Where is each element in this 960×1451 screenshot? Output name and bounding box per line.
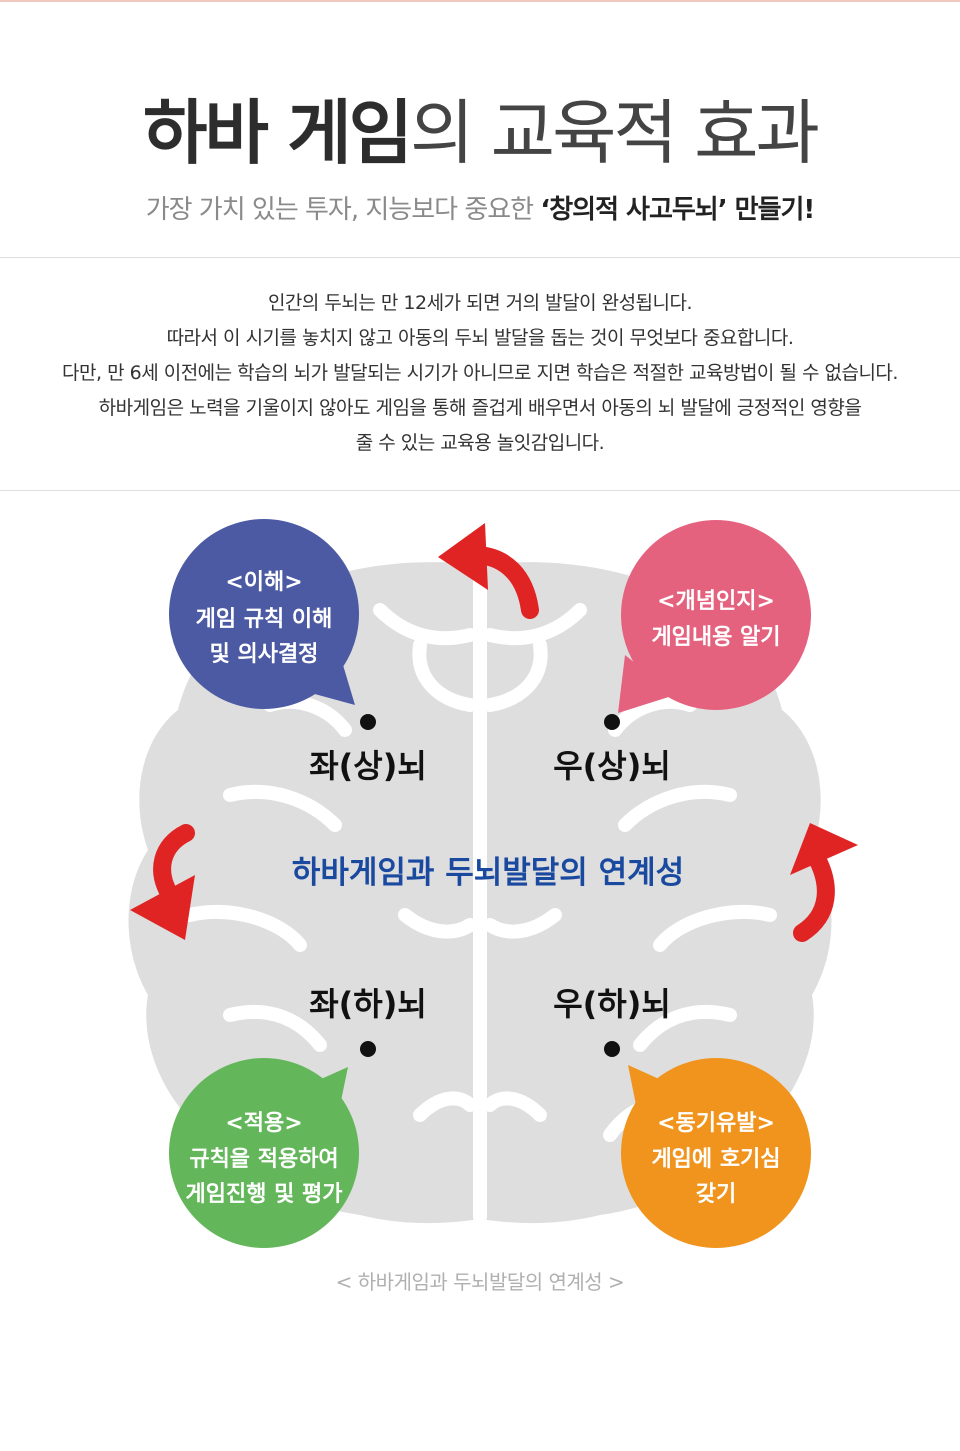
marker-dot bbox=[604, 714, 620, 730]
bubble-line: 게임진행 및 평가 bbox=[186, 1182, 343, 1207]
cycle-arrows bbox=[130, 523, 858, 942]
bubble-line: 규칙을 적용하여 bbox=[189, 1147, 338, 1172]
divider-bottom bbox=[0, 490, 960, 491]
marker-dot bbox=[360, 714, 376, 730]
arrowhead-right-icon bbox=[790, 823, 858, 875]
bubble-title: <개념인지> bbox=[657, 589, 775, 614]
brain-label-top-right: 우(상)뇌 bbox=[553, 747, 671, 785]
bubble-line: 게임내용 알기 bbox=[651, 625, 780, 650]
bubble-title: <동기유발> bbox=[657, 1111, 775, 1136]
arrowhead-left-icon bbox=[130, 875, 195, 940]
bubble-bottom-left: <적용> 규칙을 적용하여 게임진행 및 평가 bbox=[169, 1058, 359, 1248]
subtitle-emphasis: ‘창의적 사고두뇌’ 만들기! bbox=[540, 195, 815, 225]
center-label: 하바게임과 두뇌발달의 연계성 bbox=[292, 855, 684, 891]
bubble-line: 및 의사결정 bbox=[210, 642, 319, 667]
bubble-title: <적용> bbox=[225, 1111, 302, 1136]
brain-diagram: <이해> 게임 규칙 이해 및 의사결정 <개념인지> 게임내용 알기 <적용>… bbox=[128, 519, 858, 1248]
brain-label-top-left: 좌(상)뇌 bbox=[309, 747, 427, 785]
arrow-right-icon bbox=[793, 846, 835, 942]
intro-line: 줄 수 있는 교육용 놀잇감입니다. bbox=[355, 432, 605, 454]
bubble-top-left: <이해> 게임 규칙 이해 및 의사결정 bbox=[169, 519, 359, 709]
page-title: 하바 게임의 교육적 효과 bbox=[0, 88, 960, 178]
top-accent-line bbox=[0, 0, 960, 2]
bubble-line: 게임에 호기심 bbox=[651, 1147, 780, 1172]
bubble-line: 갖기 bbox=[696, 1182, 736, 1207]
title-light: 의 교육적 효과 bbox=[410, 92, 820, 174]
bubble-title: <이해> bbox=[225, 570, 302, 595]
bubble-bottom-right: <동기유발> 게임에 호기심 갖기 bbox=[621, 1058, 811, 1248]
brain-icon bbox=[128, 562, 832, 1224]
intro-line: 다만, 만 6세 이전에는 학습의 뇌가 발달되는 시기가 아니므로 지면 학습… bbox=[62, 362, 898, 384]
intro-paragraph: 인간의 두뇌는 만 12세가 되면 거의 발달이 완성됩니다. 따라서 이 시기… bbox=[0, 286, 960, 461]
marker-dot bbox=[360, 1041, 376, 1057]
brain-label-bottom-left: 좌(하)뇌 bbox=[309, 985, 427, 1023]
page-subtitle: 가장 가치 있는 투자, 지능보다 중요한 ‘창의적 사고두뇌’ 만들기! bbox=[0, 190, 960, 230]
bubble-top-right: <개념인지> 게임내용 알기 bbox=[618, 520, 811, 713]
title-bold: 하바 게임 bbox=[143, 92, 413, 174]
divider-top bbox=[0, 257, 960, 258]
intro-line: 인간의 두뇌는 만 12세가 되면 거의 발달이 완성됩니다. bbox=[267, 292, 693, 314]
brain-label-bottom-right: 우(하)뇌 bbox=[553, 985, 671, 1023]
marker-dot bbox=[604, 1041, 620, 1057]
arrow-left-icon bbox=[153, 824, 195, 904]
subtitle-plain: 가장 가치 있는 투자, 지능보다 중요한 bbox=[145, 195, 534, 225]
bubble-line: 게임 규칙 이해 bbox=[196, 607, 333, 632]
intro-line: 하바게임은 노력을 기울이지 않아도 게임을 통해 즐겁게 배우면서 아동의 뇌… bbox=[98, 397, 862, 419]
intro-line: 따라서 이 시기를 놓치지 않고 아동의 두뇌 발달을 돕는 것이 무엇보다 중… bbox=[166, 327, 794, 349]
diagram-caption: < 하바게임과 두뇌발달의 연계성 > bbox=[335, 1270, 625, 1294]
arrowhead-top-icon bbox=[438, 523, 488, 590]
